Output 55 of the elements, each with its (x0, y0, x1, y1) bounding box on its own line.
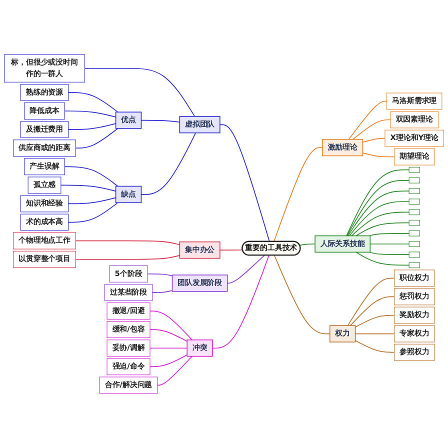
connector (220, 124, 270, 242)
connector (150, 310, 192, 340)
connector (68, 202, 118, 223)
node-box (408, 230, 420, 236)
connector (347, 278, 395, 326)
connector (226, 254, 265, 284)
connector (352, 119, 391, 140)
connector (356, 222, 410, 236)
connector (212, 254, 270, 349)
connector (346, 169, 410, 236)
connector (75, 240, 180, 246)
node-box (408, 198, 420, 205)
connector (140, 120, 180, 123)
connector (140, 132, 196, 195)
node-box (408, 252, 420, 258)
node-box (408, 178, 420, 184)
connector (68, 92, 118, 112)
connector (369, 232, 410, 236)
connector (147, 274, 173, 276)
connector (362, 152, 395, 158)
node-box (408, 188, 420, 194)
connector (75, 255, 180, 260)
connector (64, 166, 118, 187)
connector (350, 296, 395, 326)
connector (157, 356, 192, 386)
node-box (408, 209, 420, 216)
node-box (408, 262, 420, 268)
connector (220, 250, 244, 251)
connector (60, 184, 116, 192)
node-box (408, 241, 420, 247)
connector (351, 212, 410, 236)
node-box (408, 166, 420, 173)
connector (75, 128, 118, 149)
connector (348, 100, 388, 140)
connector (369, 252, 410, 256)
connector (64, 110, 116, 118)
connector (354, 314, 395, 328)
connector (348, 190, 410, 236)
connector (299, 244, 316, 246)
node-box (408, 220, 420, 226)
connector (354, 333, 395, 334)
connector (68, 123, 116, 130)
connector (362, 138, 386, 143)
connector (152, 290, 173, 293)
connector (68, 197, 116, 204)
connector (346, 180, 410, 236)
connector (274, 254, 330, 334)
connector (274, 147, 323, 242)
connector (150, 354, 188, 368)
connector (150, 348, 188, 349)
connector (150, 329, 188, 342)
connector (354, 340, 395, 353)
connector (348, 201, 410, 236)
connector (356, 252, 410, 266)
connector (84, 68, 196, 117)
